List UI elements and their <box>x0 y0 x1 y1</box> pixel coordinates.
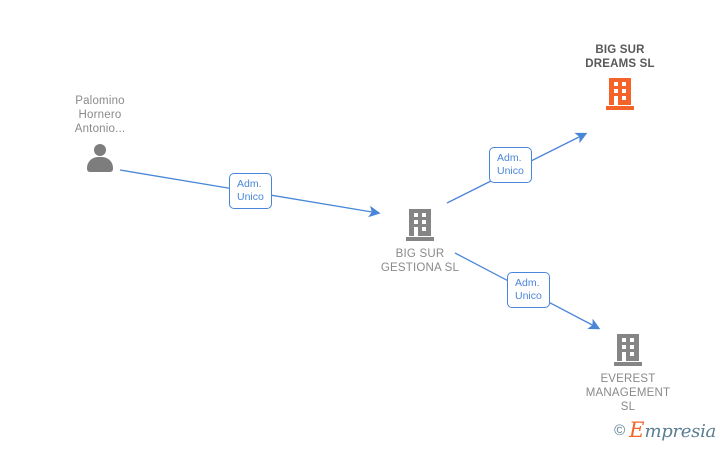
copyright-icon: © <box>614 421 626 439</box>
building-icon <box>606 78 634 110</box>
edge-label-adm-unico-3[interactable]: Adm. Unico <box>507 272 550 308</box>
brand-name: mpresia <box>644 421 717 442</box>
brand-initial: E <box>629 418 645 442</box>
building-icon <box>406 209 434 241</box>
node-label: BIG SUR DREAMS SL <box>585 44 655 70</box>
node-company-everest-management[interactable]: EVEREST MANAGEMENT SL <box>578 334 678 414</box>
node-company-big-sur-gestiona[interactable]: BIG SUR GESTIONA SL <box>372 209 468 275</box>
node-label: BIG SUR GESTIONA SL <box>380 248 460 274</box>
edge-label-adm-unico-2[interactable]: Adm. Unico <box>489 147 532 183</box>
building-icon <box>614 334 642 366</box>
node-label: EVEREST MANAGEMENT SL <box>585 373 671 413</box>
node-company-big-sur-dreams[interactable]: BIG SUR DREAMS SL <box>568 43 672 110</box>
edge-label-adm-unico-1[interactable]: Adm. Unico <box>229 173 272 209</box>
person-icon <box>85 144 115 172</box>
watermark-empresia: © Empresia <box>614 418 716 442</box>
node-person-palomino[interactable]: Palomino Hornero Antonio... <box>62 94 138 172</box>
node-label: Palomino Hornero Antonio... <box>74 95 126 135</box>
